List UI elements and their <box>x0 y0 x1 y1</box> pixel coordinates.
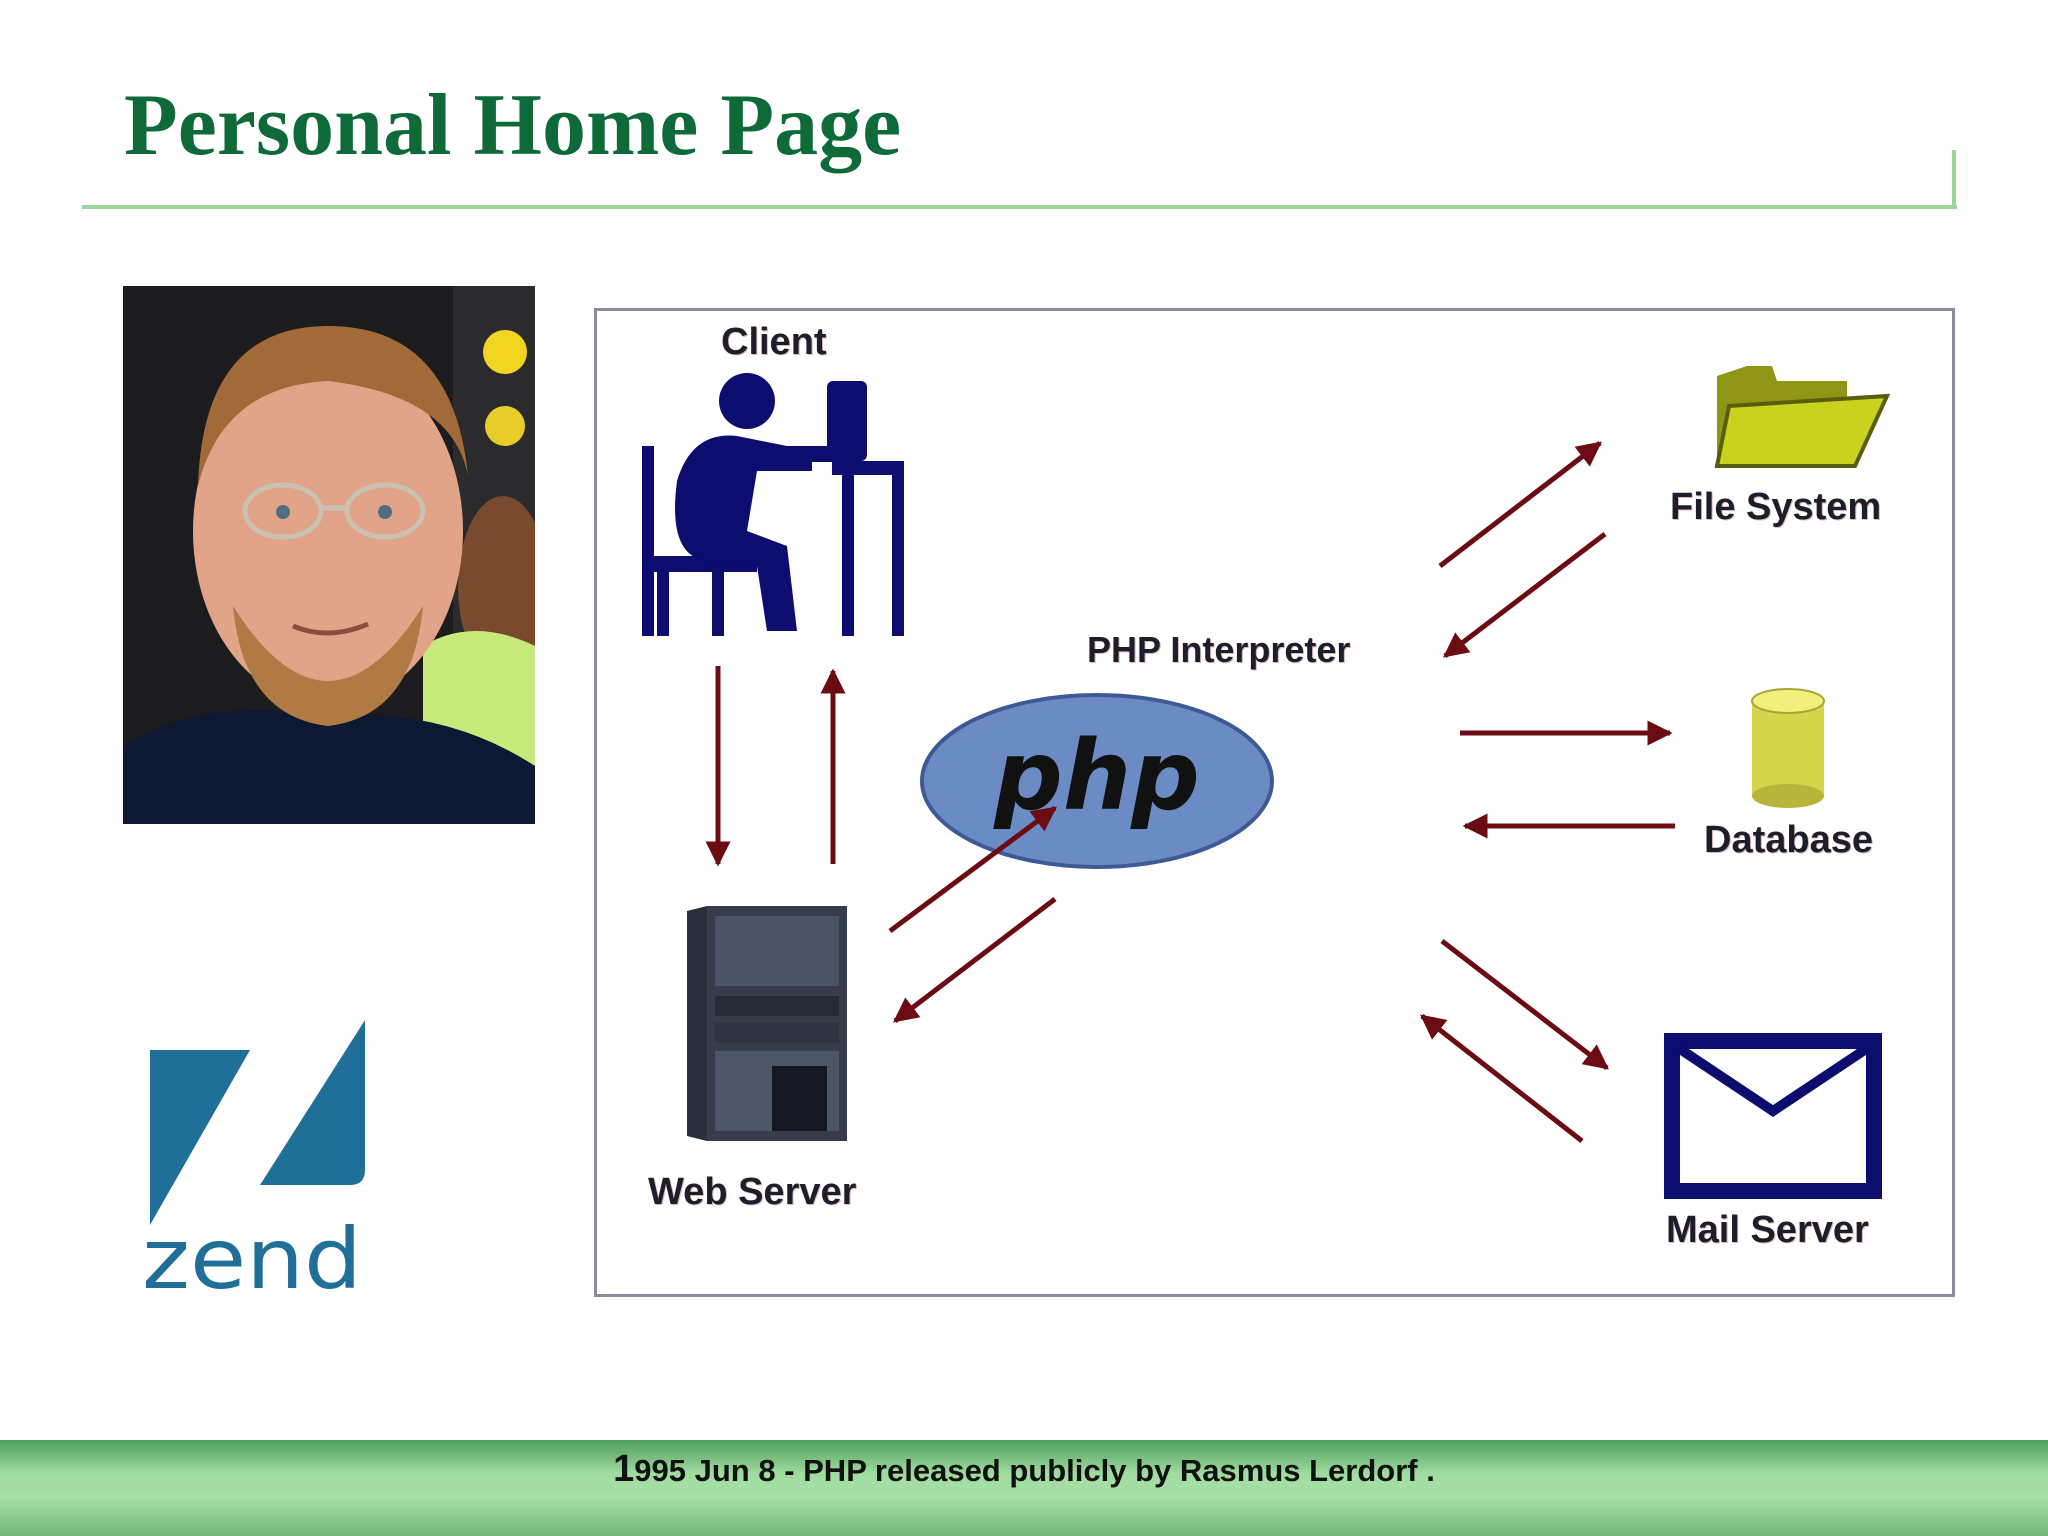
zend-logo-text: zend <box>142 1210 362 1295</box>
mail-icon <box>1664 1033 1882 1199</box>
footer-bar <box>0 1440 2048 1536</box>
mail-server-label: Mail Server <box>1666 1209 1869 1251</box>
arrow-php-to-mailserver <box>1440 939 1609 1070</box>
flow-arrows <box>705 441 1675 1143</box>
title-divider <box>82 205 1957 209</box>
arrow-mailserver-to-php <box>1420 1014 1584 1143</box>
arrow-filesystem-to-php <box>1443 532 1607 658</box>
portrait-photo <box>123 286 535 824</box>
title-divider-tick <box>1952 150 1956 209</box>
web-server-icon <box>687 906 847 1141</box>
footer-caption-text: 995 Jun 8 - PHP released publicly by Ras… <box>634 1453 1435 1488</box>
file-system-label: File System <box>1670 486 1882 528</box>
php-architecture-diagram: php Cl <box>594 308 1955 1297</box>
slide-title: Personal Home Page <box>124 77 902 174</box>
footer-caption: 1995 Jun 8 - PHP released publicly by Ra… <box>0 1448 2048 1491</box>
footer-caption-first-char: 1 <box>613 1448 635 1490</box>
client-label: Client <box>721 321 827 363</box>
php-logo: php <box>920 693 1274 869</box>
php-logo-text: php <box>993 720 1200 832</box>
zend-logo: zend <box>140 1020 370 1308</box>
folder-icon <box>1714 366 1891 468</box>
php-interpreter-label: PHP Interpreter <box>1087 629 1351 670</box>
database-icon <box>1751 688 1825 808</box>
arrow-php-to-filesystem <box>1438 441 1602 568</box>
arrow-webserver-to-php <box>888 805 1058 934</box>
client-icon <box>642 373 904 636</box>
web-server-label: Web Server <box>648 1171 857 1213</box>
database-label: Database <box>1704 819 1873 861</box>
arrow-php-to-webserver <box>893 897 1057 1023</box>
